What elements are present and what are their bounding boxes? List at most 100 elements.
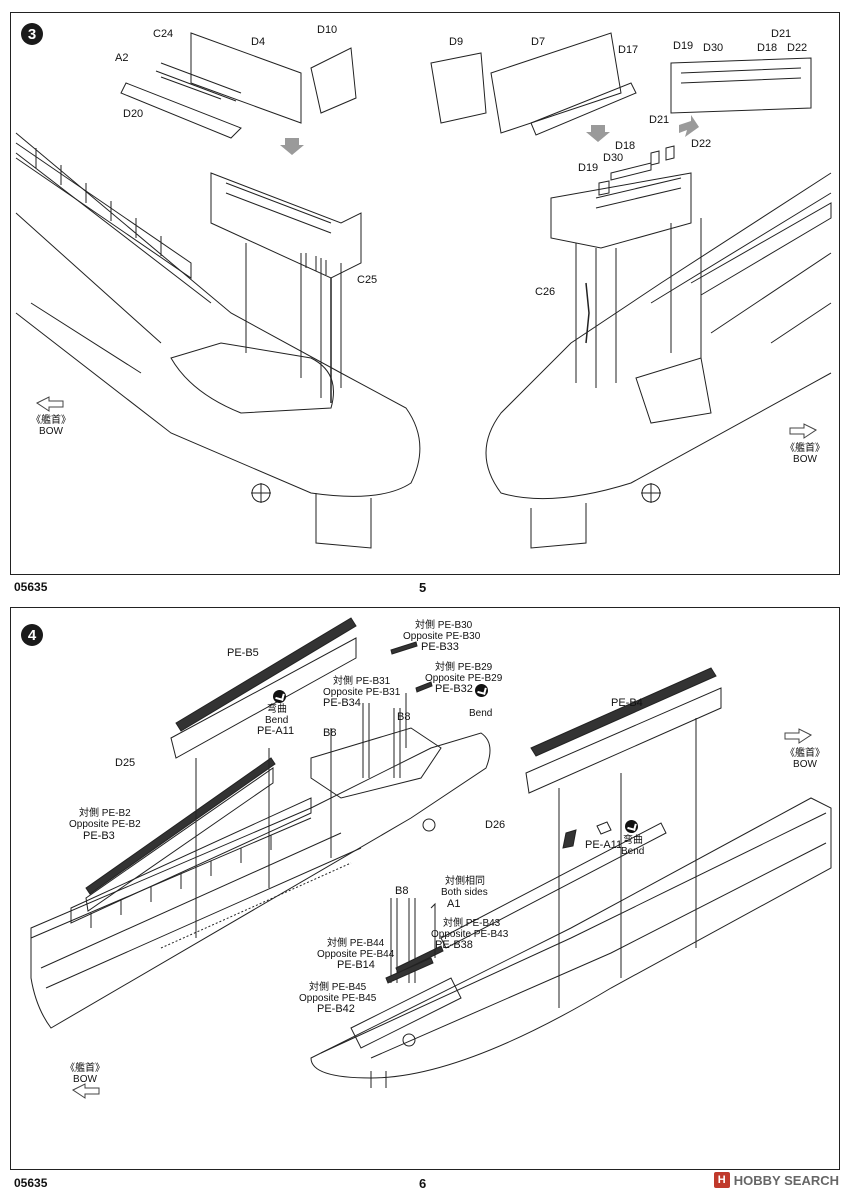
label-bend3-en: Bend bbox=[621, 846, 645, 857]
bend-icon-3 bbox=[625, 820, 638, 833]
left-superstructure bbox=[210, 172, 362, 279]
part-d10 bbox=[310, 47, 357, 114]
label-both-jp: 対側相同 bbox=[445, 876, 485, 887]
label-pe-b33: PE-B33 bbox=[421, 641, 459, 653]
left-hull-outline bbox=[15, 132, 421, 497]
step-3-diagram bbox=[15, 32, 832, 549]
step-4-bow-right-arrow bbox=[784, 728, 812, 744]
label-pe-b31-jp: 対側 PE-B31 bbox=[333, 676, 391, 687]
label-bend1-en: Bend bbox=[265, 715, 289, 726]
right-superstructure bbox=[550, 172, 692, 249]
right-propeller bbox=[402, 1033, 416, 1047]
label-pe-b4: PE-B4 bbox=[611, 697, 643, 709]
label-c24: C24 bbox=[153, 28, 174, 40]
label-d7: D7 bbox=[531, 36, 546, 48]
label-pe-b3: PE-B3 bbox=[83, 830, 115, 842]
bow-left-jp-4: 《艦首》 bbox=[65, 1063, 105, 1074]
right-hull-outline bbox=[310, 797, 832, 1079]
right-rudder bbox=[530, 503, 587, 549]
label-d21-top: D21 bbox=[771, 28, 792, 40]
step-3-bow-left-arrow bbox=[36, 396, 64, 412]
label-pe-b45-jp: 対側 PE-B45 bbox=[309, 982, 367, 993]
label-d22: D22 bbox=[691, 138, 712, 150]
part-d9 bbox=[430, 52, 487, 124]
bend-icon-1 bbox=[273, 690, 286, 703]
part-d4 bbox=[190, 32, 302, 124]
bow-right-jp: 《艦首》 bbox=[785, 443, 825, 454]
part-pe-b3 bbox=[85, 757, 276, 895]
label-c25: C25 bbox=[357, 274, 378, 286]
left-propeller bbox=[422, 818, 436, 832]
label-pe-b43-en: Opposite PE-B43 bbox=[431, 929, 509, 940]
bend-icon-2 bbox=[475, 684, 488, 697]
label-a2: A2 bbox=[115, 52, 129, 64]
bow-right-en: BOW bbox=[793, 454, 817, 465]
part-d25 bbox=[170, 637, 357, 759]
label-b8-a: B8 bbox=[397, 711, 411, 723]
part-d17 bbox=[530, 82, 637, 136]
label-d21: D21 bbox=[649, 114, 670, 126]
label-pe-b29-en: Opposite PE-B29 bbox=[425, 673, 503, 684]
label-d20: D20 bbox=[123, 108, 144, 120]
label-pe-b30-jp: 対側 PE-B30 bbox=[415, 620, 473, 631]
label-pe-b2-en: Opposite PE-B2 bbox=[69, 819, 141, 830]
label-pe-b2-jp: 対側 PE-B2 bbox=[79, 808, 131, 819]
step-4-badge: 4 bbox=[21, 624, 43, 646]
label-d26: D26 bbox=[485, 819, 506, 831]
page-number-5: 5 bbox=[419, 580, 427, 595]
step-4-bow-left-arrow bbox=[72, 1083, 100, 1099]
right-bow-superstructure bbox=[350, 977, 462, 1049]
label-pe-b43-jp: 対側 PE-B43 bbox=[443, 918, 501, 929]
label-pe-b34: PE-B34 bbox=[323, 697, 361, 709]
label-d4: D4 bbox=[251, 36, 266, 48]
part-pe-b5 bbox=[175, 617, 357, 732]
part-d-sheet bbox=[670, 57, 812, 114]
bow-left-en: BOW bbox=[39, 426, 63, 437]
hobby-search-logo-icon: H bbox=[713, 1172, 730, 1188]
left-bow-superstructure bbox=[310, 727, 442, 799]
part-d20 bbox=[120, 82, 242, 139]
bow-left-en-4: BOW bbox=[73, 1074, 97, 1085]
label-d18: D18 bbox=[615, 140, 636, 152]
left-rudder bbox=[315, 493, 372, 549]
label-bend1-jp: 弯曲 bbox=[267, 704, 287, 715]
part-pe-a11-right bbox=[562, 829, 577, 849]
label-pe-b38: PE-B38 bbox=[435, 939, 473, 951]
bow-right-en-4: BOW bbox=[793, 759, 817, 770]
bow-right-jp-4: 《艦首》 bbox=[785, 748, 825, 759]
part-a2-c24 bbox=[155, 62, 242, 102]
step-3-bow-right-arrow bbox=[789, 423, 817, 439]
footer-code-p6: 05635 bbox=[14, 1176, 48, 1190]
step-3-arrows bbox=[280, 115, 699, 155]
watermark-text: HOBBY SEARCH bbox=[733, 1172, 839, 1188]
step-3-badge: 3 bbox=[21, 23, 43, 45]
label-d9: D9 bbox=[449, 36, 464, 48]
label-d22-top: D22 bbox=[787, 42, 808, 54]
footer-code-p5: 05635 bbox=[14, 580, 48, 594]
step-3-panel: 3 bbox=[10, 12, 840, 575]
left-hull-outline bbox=[30, 732, 491, 1029]
label-b8-c: B8 bbox=[395, 885, 409, 897]
label-pe-b32: PE-B32 bbox=[435, 683, 473, 695]
label-d30: D30 bbox=[603, 152, 624, 164]
part-d26 bbox=[525, 687, 722, 794]
label-pe-b31-en: Opposite PE-B31 bbox=[323, 687, 401, 698]
label-bend2-en: Bend bbox=[469, 708, 493, 719]
label-pe-b29-jp: 対側 PE-B29 bbox=[435, 662, 493, 673]
label-d19: D19 bbox=[578, 162, 599, 174]
right-deck-housing bbox=[635, 357, 712, 424]
label-b8-b: B8 bbox=[323, 727, 337, 739]
label-pe-b42: PE-B42 bbox=[317, 1003, 355, 1015]
left-deck-well bbox=[170, 342, 334, 414]
label-pe-b45-en: Opposite PE-B45 bbox=[299, 993, 377, 1004]
step-4-panel: 4 bbox=[10, 607, 840, 1170]
label-c26: C26 bbox=[535, 286, 556, 298]
label-pe-b5: PE-B5 bbox=[227, 647, 259, 659]
label-d10: D10 bbox=[317, 24, 338, 36]
label-d19-top: D19 bbox=[673, 40, 694, 52]
label-pe-b44-en: Opposite PE-B44 bbox=[317, 949, 395, 960]
page-number-6: 6 bbox=[419, 1176, 427, 1191]
label-a1: A1 bbox=[447, 898, 461, 910]
label-bend3-jp: 弯曲 bbox=[623, 835, 643, 846]
